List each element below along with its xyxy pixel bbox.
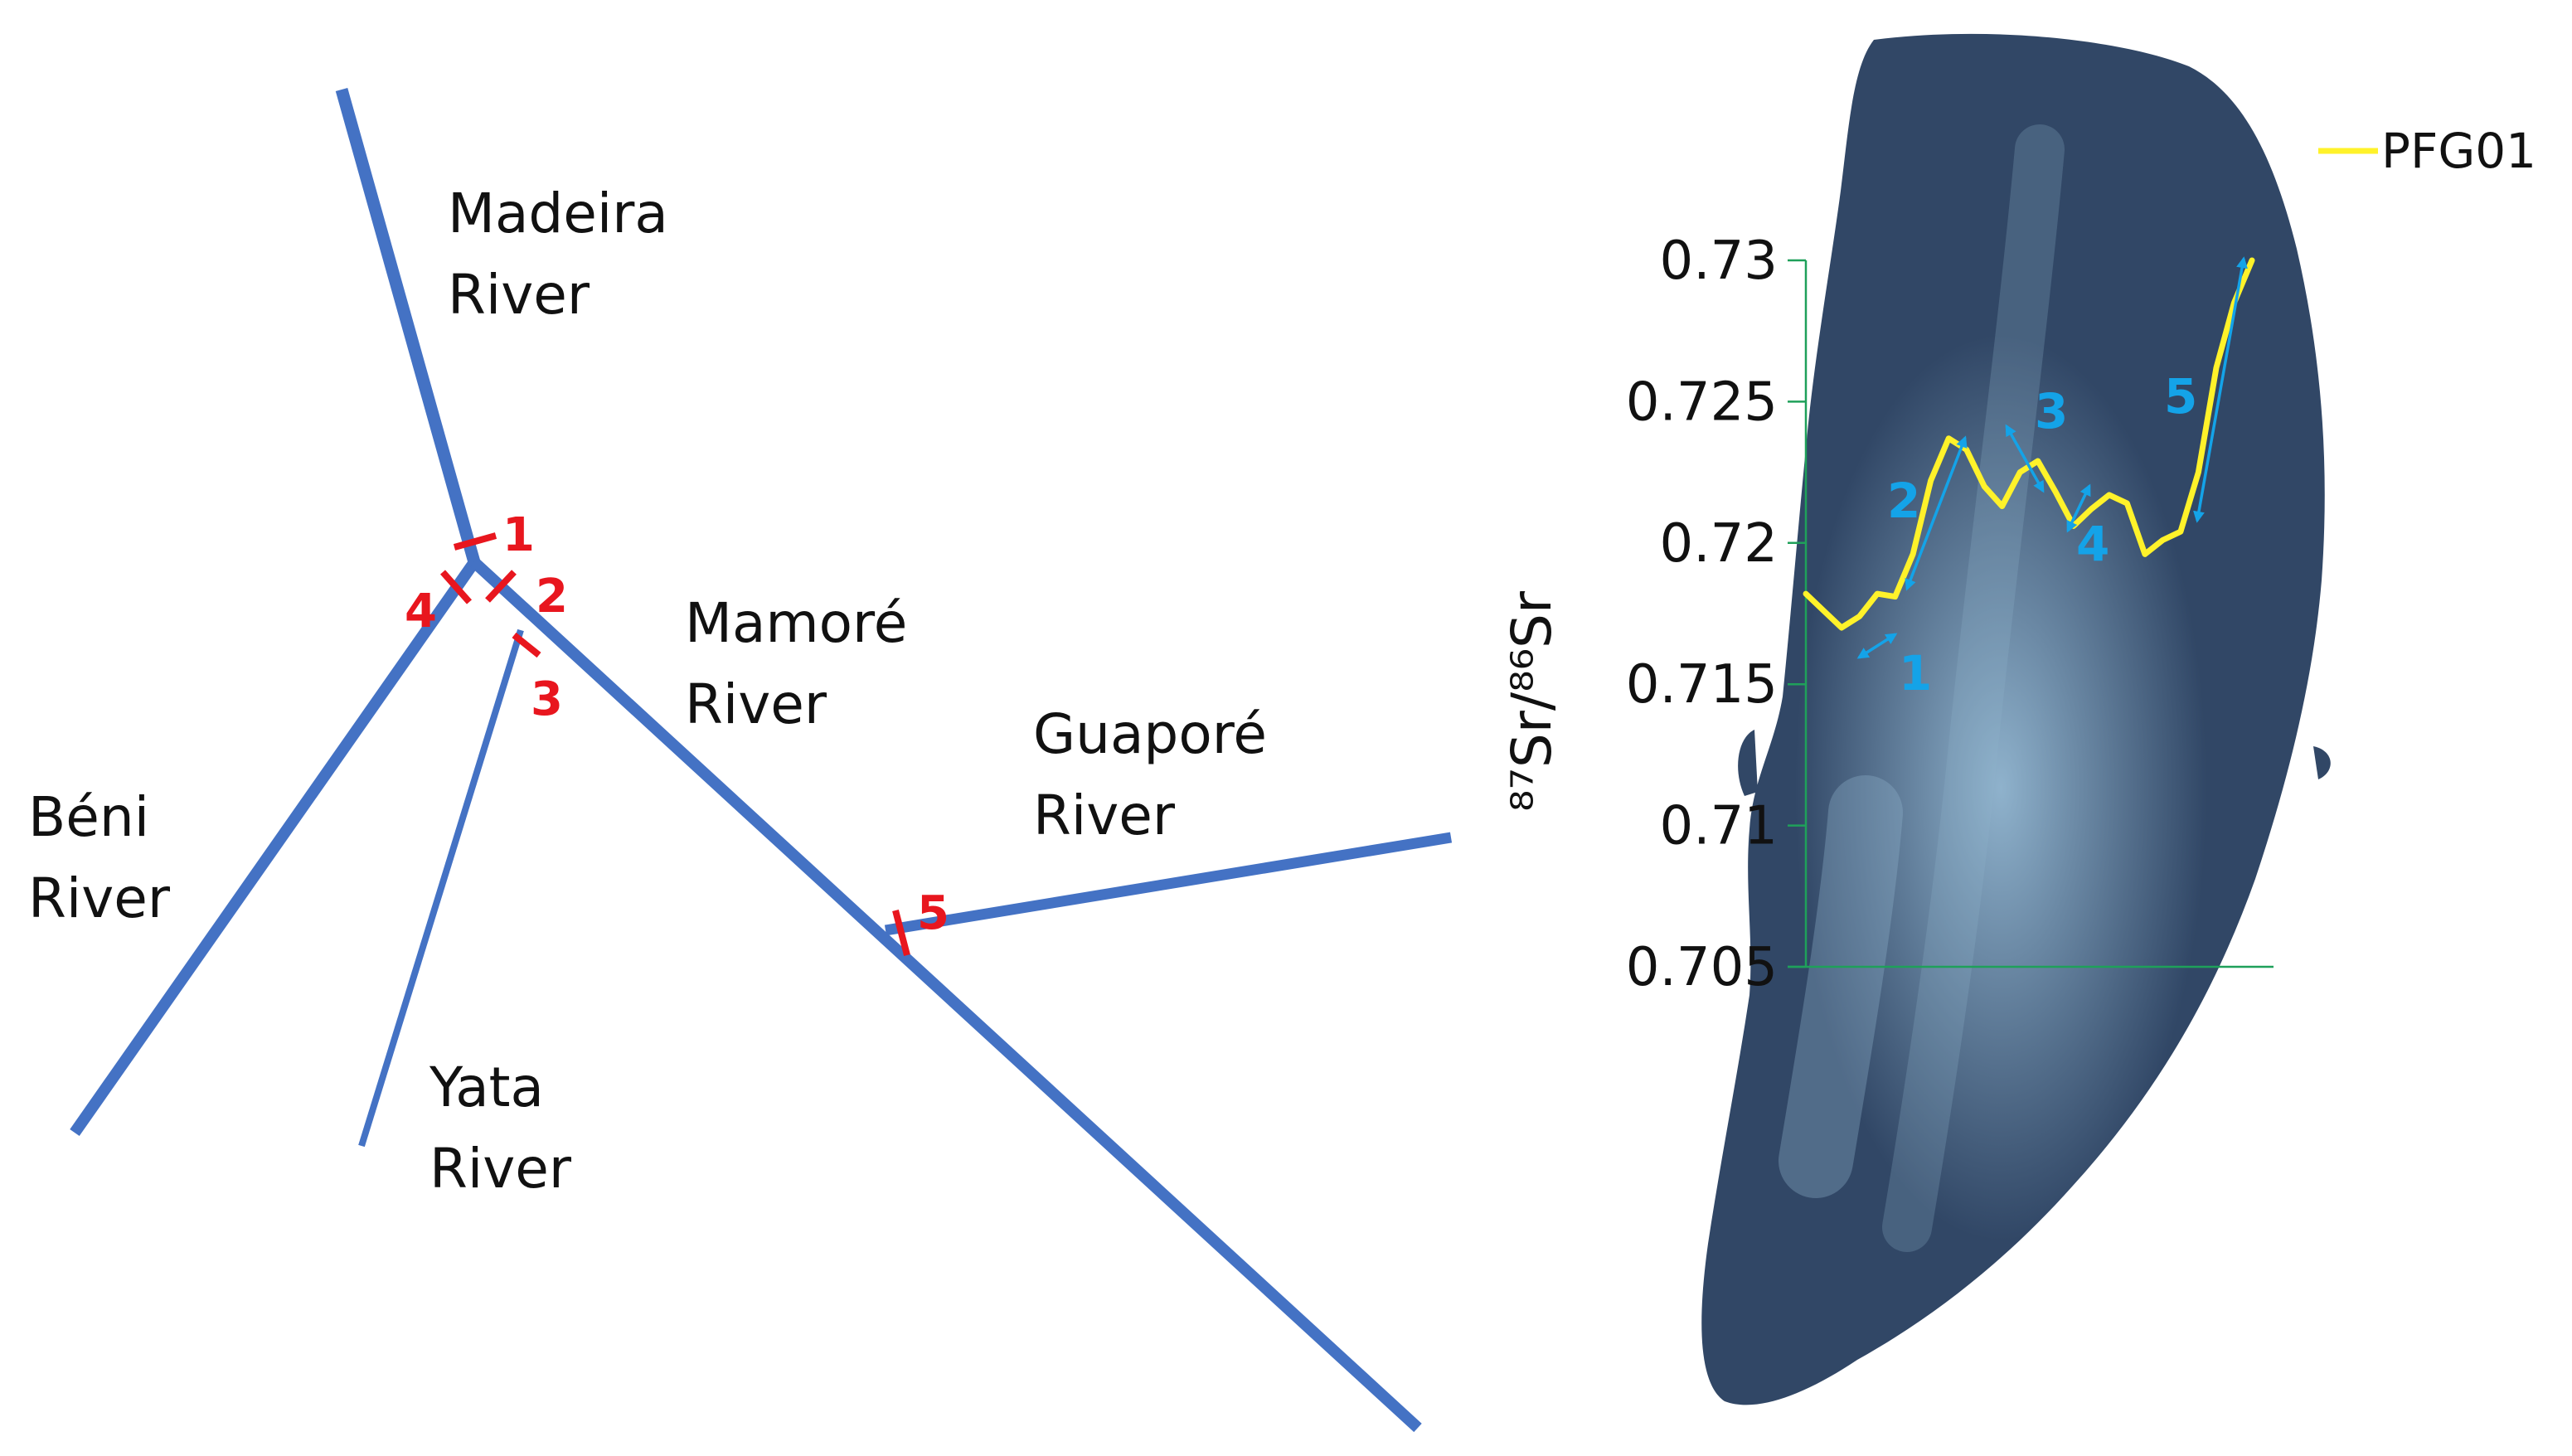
segment-arrow-2 bbox=[1905, 435, 1968, 591]
segment-label-1: 1 bbox=[1899, 645, 1932, 701]
data-point-8 bbox=[1946, 435, 1952, 441]
yata-river-label: Yata River bbox=[429, 1056, 572, 1201]
yata-river-line bbox=[358, 629, 524, 1148]
segment-label-2: 2 bbox=[1887, 473, 1920, 529]
otolith-bump-left bbox=[1738, 730, 1758, 796]
data-point-12 bbox=[2017, 469, 2023, 475]
river-labels: Madeira River Mamoré River Guaporé River… bbox=[28, 182, 1284, 1201]
guapore-label-line-1: Guaporé bbox=[1033, 702, 1267, 766]
site-label-5: 5 bbox=[917, 886, 949, 940]
mamore-label-line-2: River bbox=[685, 672, 827, 736]
site-marker-3 bbox=[512, 632, 541, 658]
otolith-image bbox=[1701, 33, 2325, 1405]
y-tick-label-5: 0.705 bbox=[1626, 937, 1778, 998]
y-tick-label-0: 0.73 bbox=[1660, 231, 1779, 292]
segment-arrow-1 bbox=[1856, 633, 1898, 659]
data-point-11 bbox=[1999, 503, 2005, 509]
y-tick-label-1: 0.725 bbox=[1626, 371, 1778, 433]
data-point-7 bbox=[1928, 478, 1934, 483]
data-point-5 bbox=[1892, 594, 1898, 599]
mamore-river-line bbox=[470, 557, 1422, 1433]
data-point-25 bbox=[2249, 258, 2254, 263]
segment-arrow-4 bbox=[2066, 483, 2091, 533]
site-marker-4 bbox=[440, 570, 472, 604]
data-point-21 bbox=[2177, 529, 2183, 535]
madeira-river-label: Madeira River bbox=[448, 182, 686, 327]
madeira-label-line-1: Madeira bbox=[448, 182, 668, 245]
madeira-label-line-2: River bbox=[448, 263, 590, 327]
beni-river-line bbox=[70, 558, 479, 1137]
segment-label-5: 5 bbox=[2164, 368, 2197, 425]
guapore-river-line bbox=[884, 832, 1453, 936]
data-point-2 bbox=[1839, 625, 1844, 630]
site-marker-2 bbox=[485, 570, 517, 603]
data-point-4 bbox=[1875, 591, 1880, 597]
chart-axes: 0.73 0.725 0.72 0.715 0.71 0.705 bbox=[1626, 231, 2274, 998]
beni-label-line-1: Béni bbox=[28, 785, 149, 849]
data-point-1 bbox=[1821, 608, 1827, 614]
site-markers bbox=[440, 532, 910, 957]
data-point-17 bbox=[2106, 492, 2112, 497]
otolith-bump-right bbox=[2313, 746, 2331, 779]
site-marker-1 bbox=[453, 532, 497, 551]
mamore-river-label: Mamoré River bbox=[685, 591, 924, 736]
data-point-23 bbox=[2214, 365, 2219, 371]
yata-label-line-1: Yata bbox=[429, 1056, 544, 1119]
mamore-label-line-1: Mamoré bbox=[685, 591, 907, 655]
data-point-10 bbox=[1982, 483, 1987, 489]
data-point-13 bbox=[2035, 459, 2041, 463]
site-label-2: 2 bbox=[536, 570, 568, 624]
segment-labels: 1 2 3 4 5 bbox=[1887, 368, 2197, 701]
segment-arrow-5 bbox=[2193, 256, 2248, 523]
otolith-core-glow bbox=[1779, 775, 1903, 1198]
data-point-6 bbox=[1910, 551, 1916, 557]
site-label-3: 3 bbox=[531, 672, 563, 726]
guapore-river-label: Guaporé River bbox=[1033, 702, 1284, 847]
beni-label-line-2: River bbox=[28, 866, 171, 930]
otolith-sr-profile-panel: 0.73 0.725 0.72 0.715 0.71 0.705 ⁸⁷Sr/⁸⁶Sr 1 … bbox=[1500, 33, 2536, 1405]
segment-arrows bbox=[1856, 256, 2248, 659]
data-point-9 bbox=[1963, 447, 1969, 453]
site-marker-5 bbox=[892, 909, 910, 957]
data-point-19 bbox=[2142, 551, 2147, 557]
river-network-map: 1 2 3 4 5 Madeira River Mamoré River Gua… bbox=[28, 87, 1453, 1433]
site-numbers: 1 2 3 4 5 bbox=[405, 508, 949, 940]
y-tick-label-4: 0.71 bbox=[1660, 796, 1779, 857]
madeira-river-line bbox=[335, 87, 481, 565]
chart-legend: PFG01 bbox=[2318, 123, 2536, 179]
y-tick-label-3: 0.715 bbox=[1626, 654, 1778, 716]
y-tick-label-2: 0.72 bbox=[1660, 513, 1779, 575]
data-point-20 bbox=[2160, 537, 2166, 543]
segment-label-4: 4 bbox=[2076, 516, 2109, 572]
data-point-22 bbox=[2196, 469, 2201, 475]
beni-river-label: Béni River bbox=[28, 785, 171, 930]
y-axis-ticks bbox=[1788, 259, 1806, 968]
site-label-1: 1 bbox=[502, 508, 535, 562]
segment-arrow-3 bbox=[2005, 424, 2045, 493]
legend-label-pfg01: PFG01 bbox=[2381, 123, 2536, 179]
y-axis-tick-labels: 0.73 0.725 0.72 0.715 0.71 0.705 bbox=[1626, 231, 1778, 998]
yata-label-line-2: River bbox=[429, 1137, 572, 1201]
data-point-3 bbox=[1856, 614, 1862, 619]
site-label-4: 4 bbox=[405, 585, 437, 638]
otolith-growth-band bbox=[1882, 124, 2065, 1252]
data-point-14 bbox=[2053, 489, 2059, 495]
data-point-0 bbox=[1803, 591, 1808, 597]
data-point-16 bbox=[2089, 506, 2094, 512]
y-axis-title: ⁸⁷Sr/⁸⁶Sr bbox=[1500, 590, 1564, 812]
guapore-label-line-2: River bbox=[1033, 784, 1176, 847]
data-point-18 bbox=[2124, 501, 2130, 507]
segment-label-3: 3 bbox=[2035, 383, 2068, 439]
